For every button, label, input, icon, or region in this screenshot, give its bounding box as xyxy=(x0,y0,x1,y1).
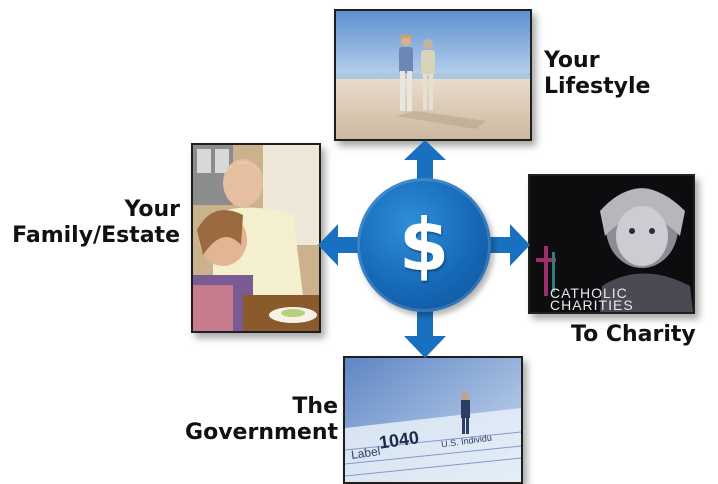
dollar-sign-icon: $ xyxy=(398,203,450,287)
lifestyle-label-line1: Your xyxy=(544,48,600,73)
government-label-line1: The xyxy=(292,394,338,419)
arrow-down xyxy=(404,310,446,358)
family-photo xyxy=(191,143,321,333)
lifestyle-label-line2: Lifestyle xyxy=(544,74,651,99)
charity-logo-line2: CHARITIES xyxy=(550,297,634,313)
lifestyle-label: Your Lifestyle xyxy=(544,48,650,100)
government-label: The Government xyxy=(170,394,338,446)
government-photo: 1040 Label U.S. Individu xyxy=(343,356,523,484)
government-label-line2: Government xyxy=(185,420,338,445)
family-label-line1: Your xyxy=(124,197,180,222)
charity-label: To Charity xyxy=(571,322,696,347)
arrow-left xyxy=(318,224,360,266)
arrow-right xyxy=(488,224,530,266)
family-label-line2: Family/Estate xyxy=(12,223,180,248)
money-hub: $ xyxy=(357,178,491,312)
charity-photo: CATHOLIC CHARITIES xyxy=(528,174,695,314)
family-label: Your Family/Estate xyxy=(8,197,180,249)
arrow-up xyxy=(404,140,446,182)
charity-logo-line1: CATHOLIC xyxy=(550,285,628,301)
lifestyle-photo xyxy=(334,9,532,141)
